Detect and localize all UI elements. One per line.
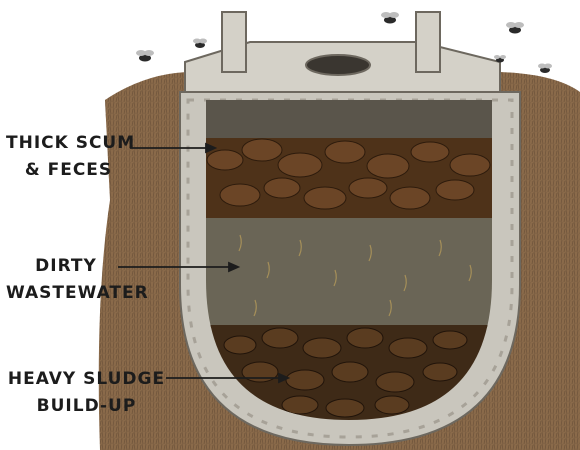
vent-pipe-right <box>416 12 440 72</box>
label-heavy-sludge-line2: BUILD-UP <box>4 393 169 420</box>
label-thick-scum-line1: THICK SCUM <box>6 130 131 157</box>
label-heavy-sludge: HEAVY SLUDGE BUILD-UP <box>4 366 169 420</box>
wastewater-layer <box>200 218 500 328</box>
air-gap <box>200 100 500 140</box>
label-dirty-wastewater-line2: WASTEWATER <box>6 280 126 307</box>
label-dirty-wastewater-line1: DIRTY <box>6 253 126 280</box>
label-heavy-sludge-line1: HEAVY SLUDGE <box>4 366 169 393</box>
lid-opening <box>306 55 370 75</box>
label-dirty-wastewater: DIRTY WASTEWATER <box>6 253 126 307</box>
label-thick-scum: THICK SCUM & FECES <box>6 130 131 184</box>
label-thick-scum-line2: & FECES <box>6 157 131 184</box>
vent-pipe-left <box>222 12 246 72</box>
